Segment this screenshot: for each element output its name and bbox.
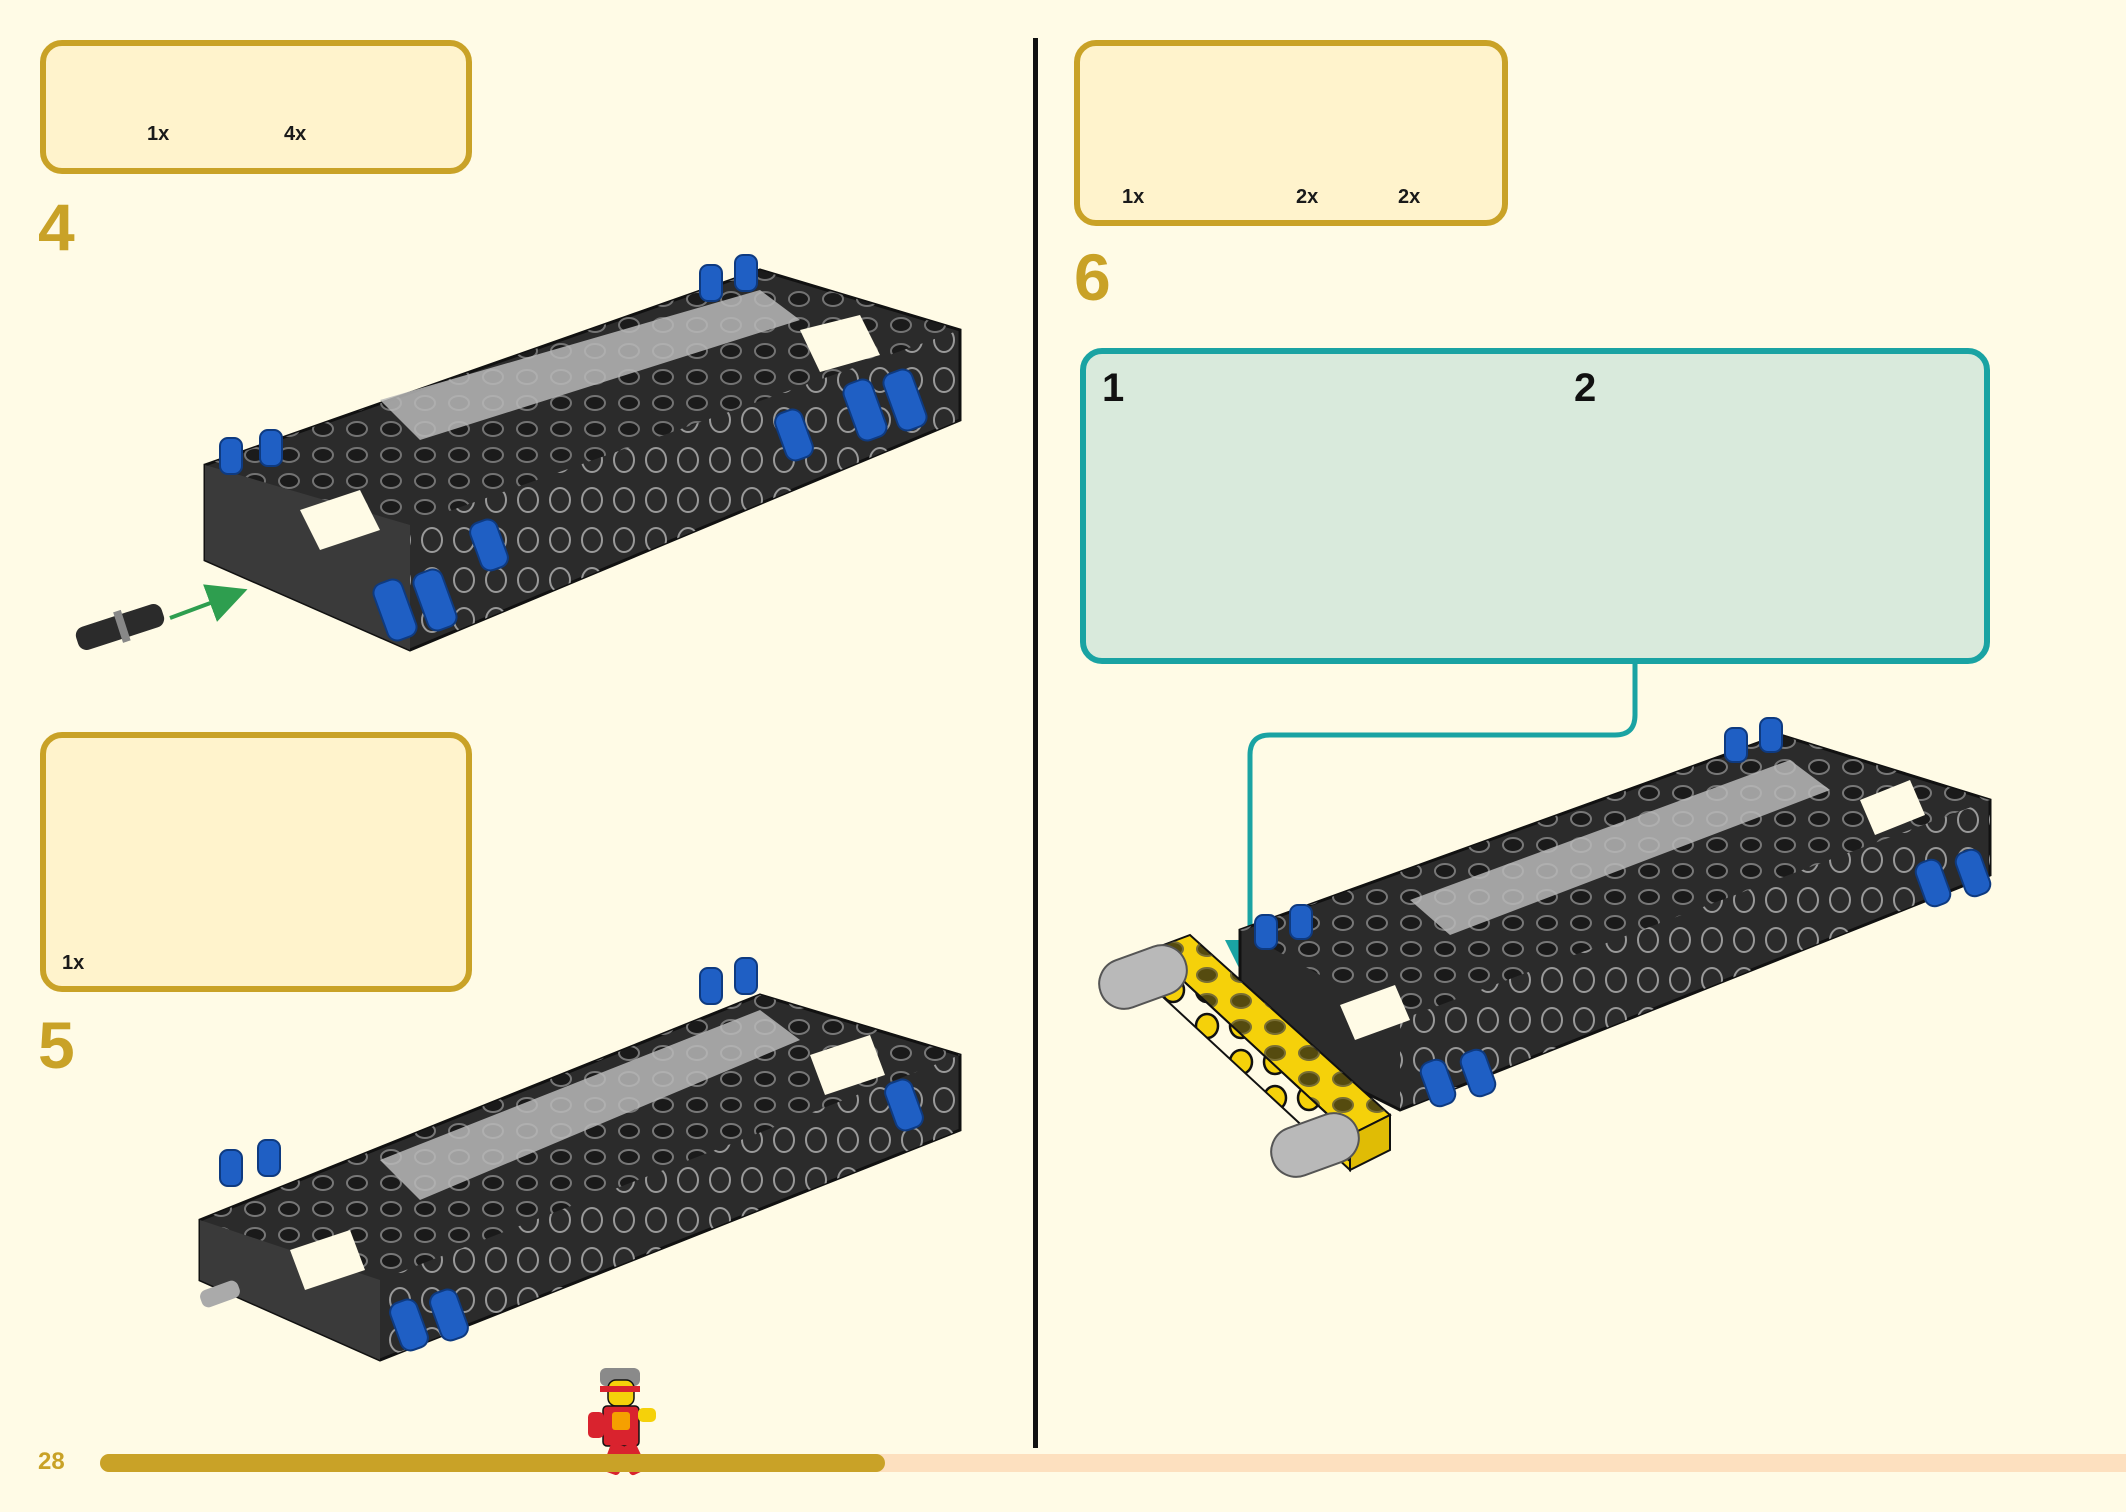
step4-parts-list bbox=[40, 40, 472, 174]
substep-number: 1 bbox=[1102, 366, 1125, 410]
progress-bar bbox=[100, 1454, 2126, 1472]
step6-parts-list bbox=[1074, 40, 1508, 226]
step-number: 4 bbox=[38, 190, 75, 264]
step5-parts-list bbox=[40, 732, 472, 992]
part-quantity: 1x bbox=[147, 123, 170, 145]
part-quantity: 1x bbox=[62, 952, 85, 974]
step-number: 6 bbox=[1074, 240, 1111, 314]
teal-connector-arrow bbox=[1225, 664, 1638, 990]
step6-chassis-illustration bbox=[1098, 717, 1992, 1178]
step-number: 5 bbox=[38, 1008, 75, 1082]
part-quantity: 2x bbox=[1398, 186, 1421, 208]
step4-chassis-illustration bbox=[75, 254, 962, 652]
progress-fill bbox=[100, 1454, 886, 1472]
part-quantity: 1x bbox=[1122, 186, 1145, 208]
substep-number: 2 bbox=[1574, 366, 1597, 410]
step5-chassis-illustration bbox=[198, 957, 962, 1362]
part-quantity: 2x bbox=[1296, 186, 1319, 208]
part-quantity: 4x bbox=[284, 123, 307, 145]
page-divider bbox=[1033, 38, 1038, 1448]
page-number: 28 bbox=[38, 1448, 65, 1475]
sub-assembly-callout bbox=[1080, 348, 1990, 664]
